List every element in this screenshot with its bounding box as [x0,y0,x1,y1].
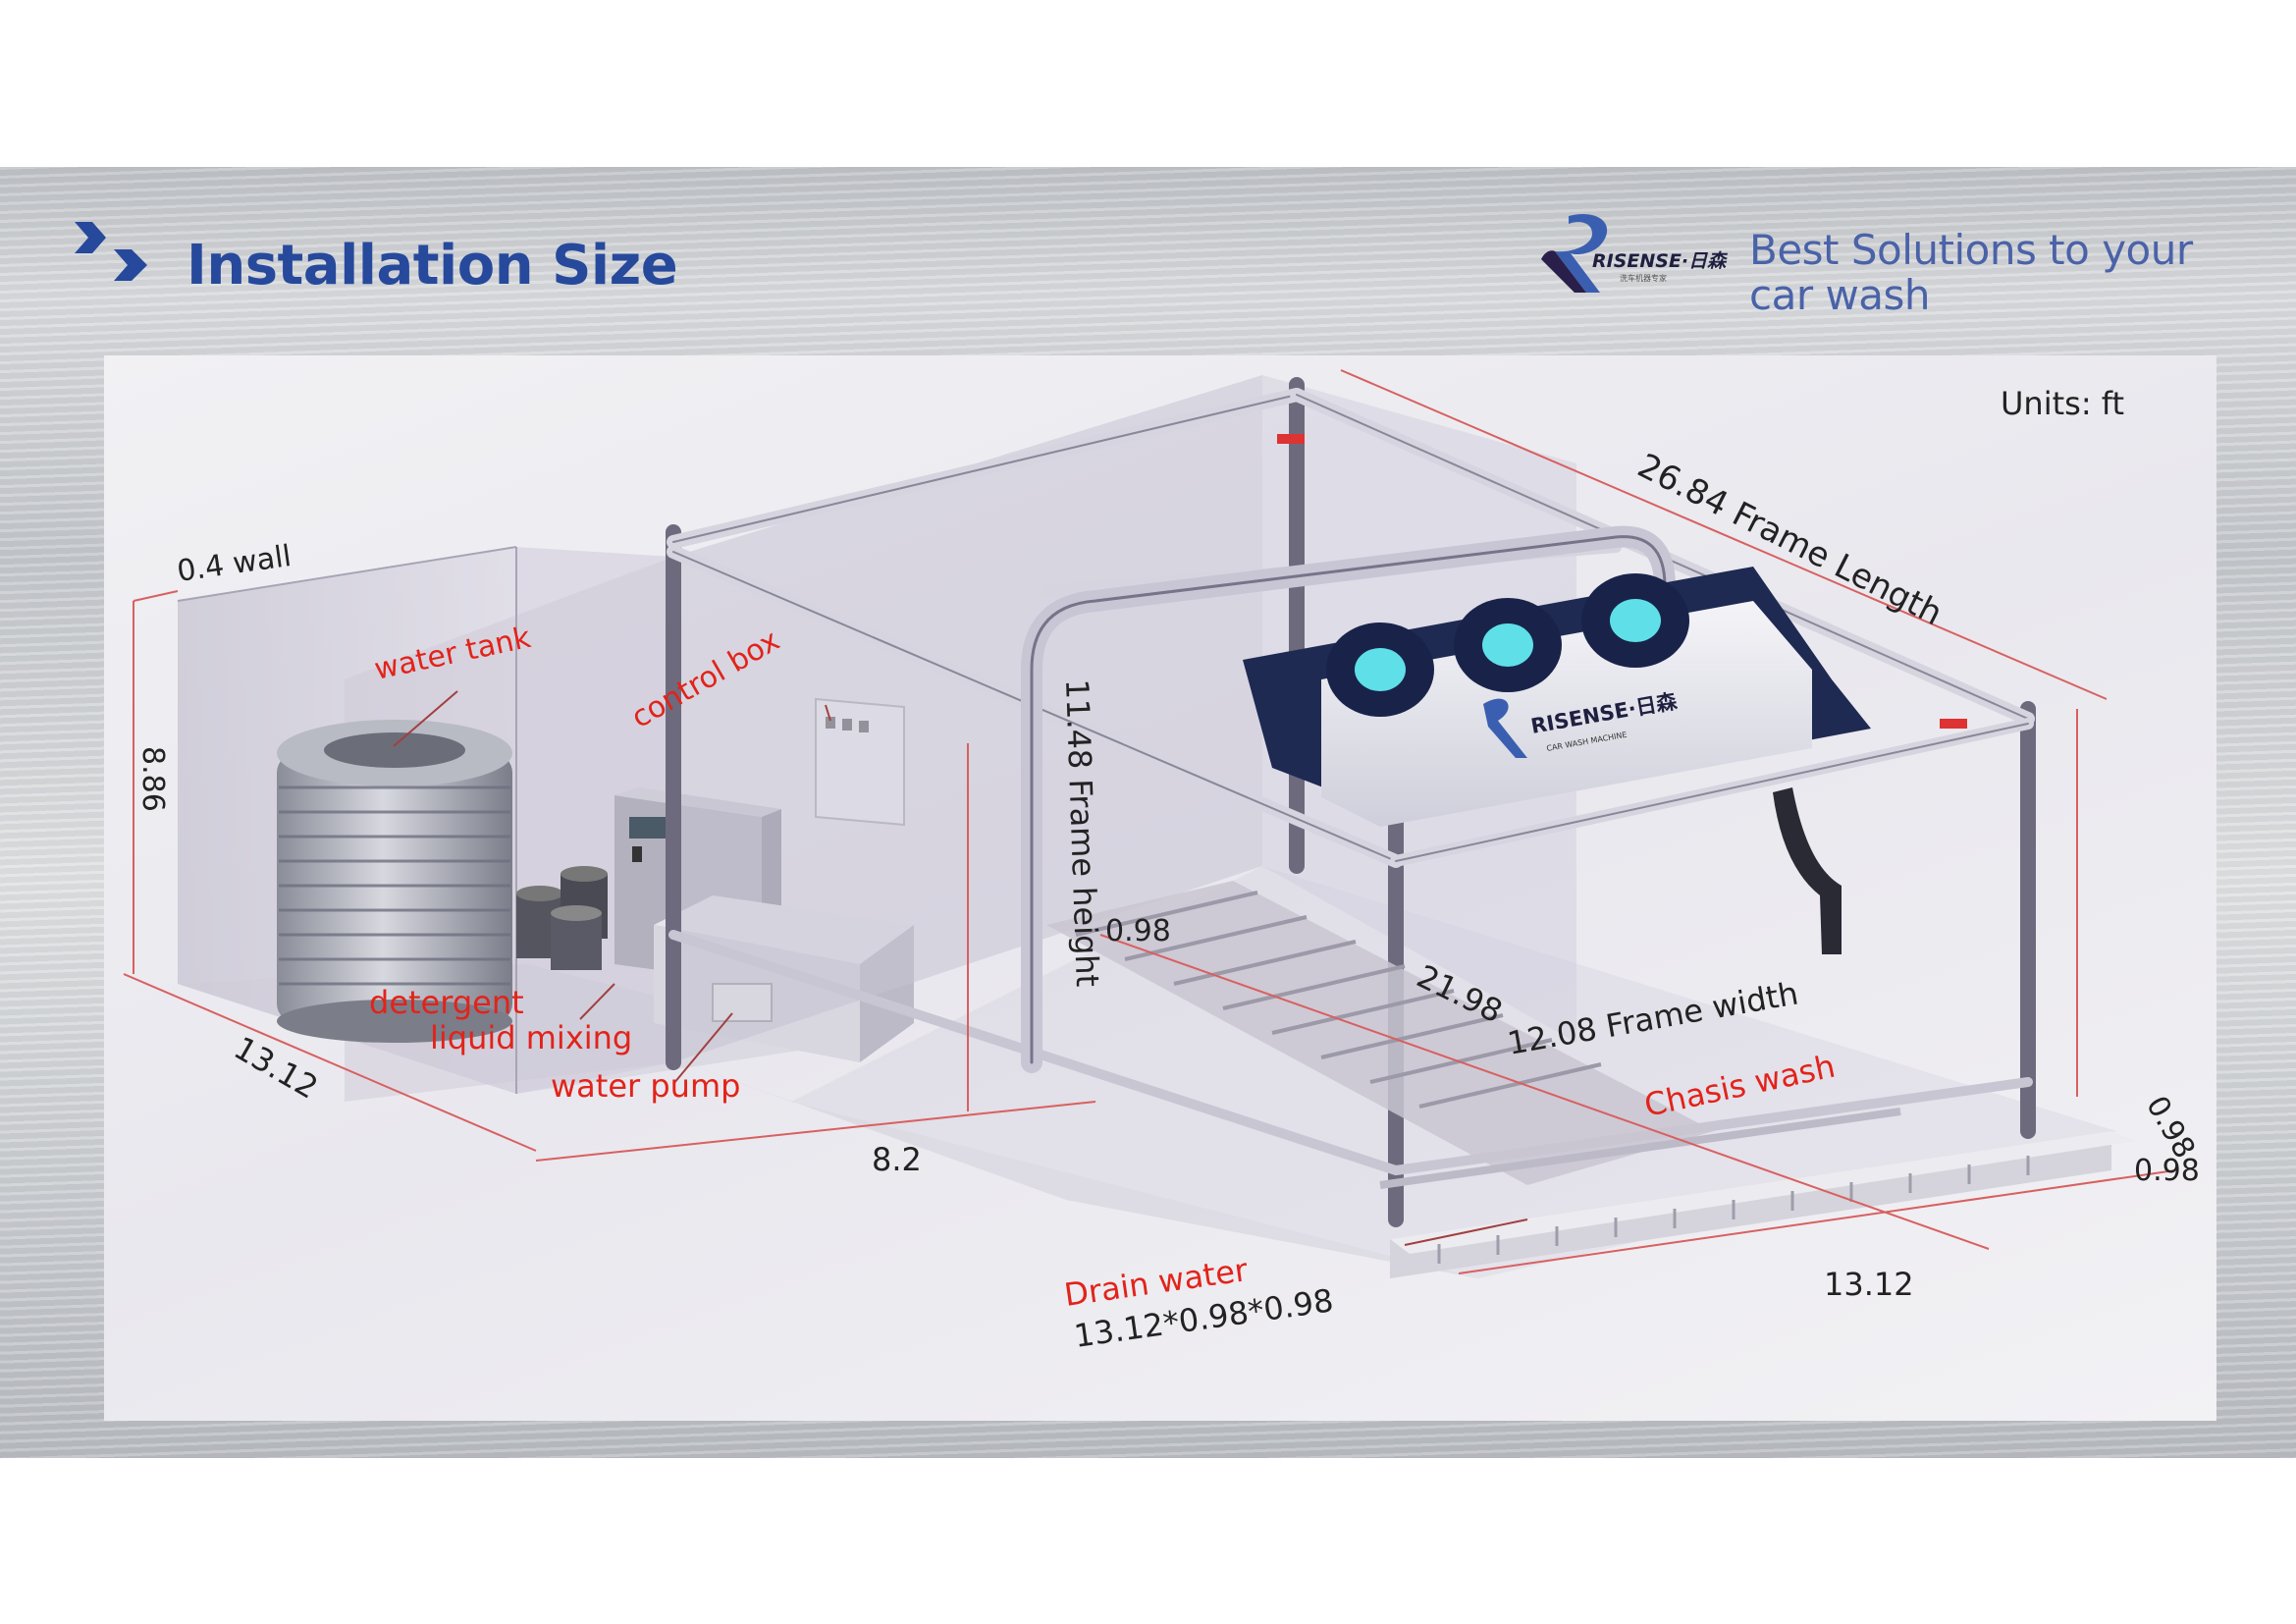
drain-trench [1390,1131,2136,1278]
room-depth-dim: 13.12 [228,1029,324,1107]
rail-marker [1940,719,1967,729]
detergent-label: detergent [369,984,524,1021]
room-height-dim: 8.86 [135,746,170,812]
wash-machine: RISENSE·日森 CAR WASH MACHINE [1243,567,1871,954]
room-width-dim: 8.2 [872,1141,922,1178]
trench-width-dim: 0.98 [2134,1154,2200,1188]
leader-lines [393,690,1528,1246]
inner-gap-dim: 0.98 [1105,914,1171,948]
rail-marker [1277,434,1305,444]
logo-subtext: 洗车机器专家 [1620,273,1667,283]
dimension-lines [123,369,2176,1274]
liquid-mixing-label: liquid mixing [430,1019,632,1056]
units-label: Units: ft [2001,385,2124,422]
trench-length-dim: 13.12 [1824,1266,1914,1303]
double-chevron-icon [75,222,147,281]
diagram-panel: RISENSE·日森 CAR WASH MACHINE [104,355,2216,1421]
page-title: Installation Size [187,234,678,298]
wall-dim: 0.4 wall [175,539,294,589]
water-tank [277,720,512,1043]
gantry-frame [666,377,2036,1227]
tagline: Best Solutions to your car wash [1749,226,2193,319]
logo-text: RISENSE·日森 [1592,250,1728,272]
detergent-buckets [516,866,608,970]
installation-diagram: RISENSE·日森 CAR WASH MACHINE [123,369,2202,1355]
risense-logo: RISENSE·日森 洗车机器专家 [1541,214,1728,293]
water-pump-label: water pump [551,1067,740,1105]
